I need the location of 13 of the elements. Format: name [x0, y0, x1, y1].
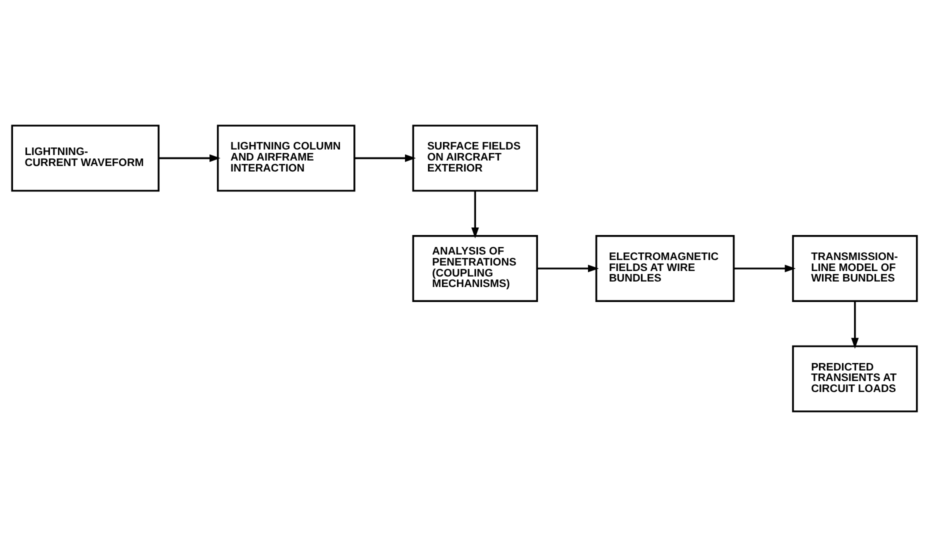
arrow	[354, 154, 416, 162]
arrow	[734, 264, 796, 272]
node-box: ANALYSIS OF PENETRATIONS (COUPLING MECHANISMS)	[412, 235, 538, 302]
arrow	[471, 190, 479, 238]
node-box: PREDICTED TRANSIENTS AT CIRCUIT LOADS	[792, 345, 918, 412]
node-box: LIGHTNING-CURRENT WAVEFORM	[11, 124, 160, 192]
node-box: TRANSMISSION-LINE MODEL OF WIRE BUNDLES	[792, 235, 918, 302]
node-box: LIGHTNING COLUMN AND AIRFRAME INTERACTION	[216, 124, 356, 192]
arrow	[537, 264, 599, 272]
node-box: SURFACE FIELDS ON AIRCRAFT EXTERIOR	[412, 124, 538, 192]
arrow	[851, 301, 859, 349]
arrow	[158, 154, 220, 162]
node-box: ELECTROMAGNETIC FIELDS AT WIRE BUNDLES	[595, 235, 735, 302]
